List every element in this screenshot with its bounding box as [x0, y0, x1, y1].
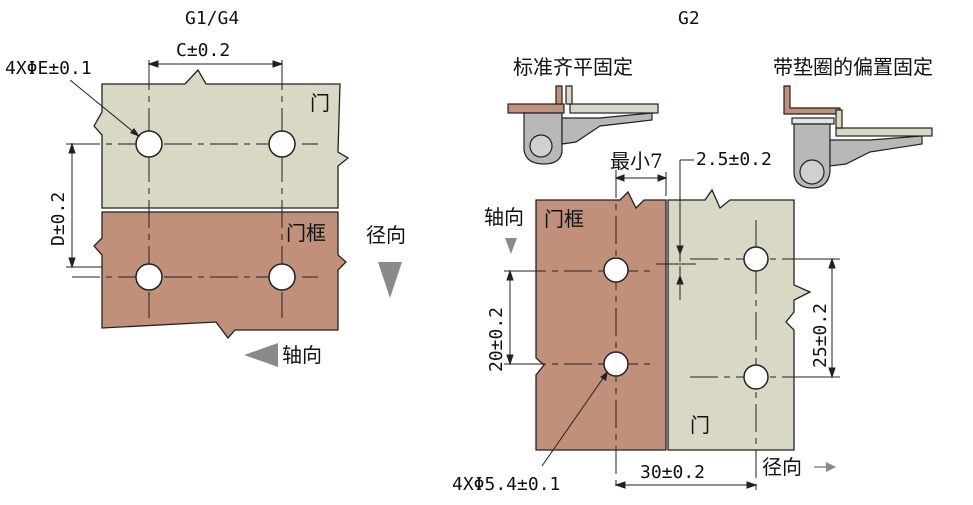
min7-label: 最小7 [610, 149, 663, 173]
dim30-label: 30±0.2 [640, 462, 705, 483]
door-panel-right [667, 188, 812, 451]
d-dimension [66, 142, 102, 269]
c-dimension [147, 60, 284, 72]
axial-arrow-left-icon [244, 343, 278, 367]
dim30 [614, 481, 758, 489]
mounting-holes-right [603, 246, 769, 390]
hole-leader-right [541, 371, 608, 467]
gap-dimension [656, 159, 696, 300]
g1-g4-title: G1/G4 [185, 8, 239, 29]
frame-panel-left [93, 211, 347, 340]
g2-view: G2 标准齐平固定 带垫圈的偏置固定 [452, 8, 933, 495]
min7-dimension [614, 172, 668, 196]
g2-title: G2 [678, 8, 700, 29]
flush-hinge-sketch [507, 85, 659, 165]
door-label-left: 门 [310, 91, 330, 115]
axial-label-right: 轴向 [484, 205, 524, 229]
c-dim-label: C±0.2 [176, 40, 230, 61]
hole-callout-right: 4XΦ5.4±0.1 [452, 474, 560, 495]
flush-mount-label: 标准齐平固定 [513, 55, 633, 79]
axial-arrow-down-icon [505, 238, 517, 254]
radial-arrow-down-icon [378, 262, 402, 298]
offset-hinge-sketch [783, 85, 933, 189]
mounting-holes-left [135, 130, 296, 291]
g1-g4-view: G1/G4 C±0.2 4XΦE±0.1 [5, 8, 406, 367]
door-label-right: 门 [690, 413, 710, 437]
dim25-label: 25±0.2 [810, 303, 831, 368]
gap-label: 2.5±0.2 [696, 149, 772, 170]
axial-label-left: 轴向 [282, 343, 322, 367]
radial-label-right: 径向 [762, 455, 802, 479]
hole-callout-left: 4XΦE±0.1 [5, 58, 92, 79]
offset-mount-label: 带垫圈的偏置固定 [773, 55, 933, 79]
radial-arrow-right-icon [814, 462, 836, 472]
d-dim-label: D±0.2 [48, 192, 69, 246]
frame-label-left: 门框 [286, 221, 326, 245]
dim25 [800, 257, 838, 379]
door-panel-left [93, 68, 350, 209]
hole-leader-left [69, 79, 140, 137]
dim20-label: 20±0.2 [486, 307, 507, 372]
dim20 [504, 269, 540, 366]
frame-label-right: 门框 [544, 207, 584, 231]
radial-label-left: 径向 [366, 223, 406, 247]
